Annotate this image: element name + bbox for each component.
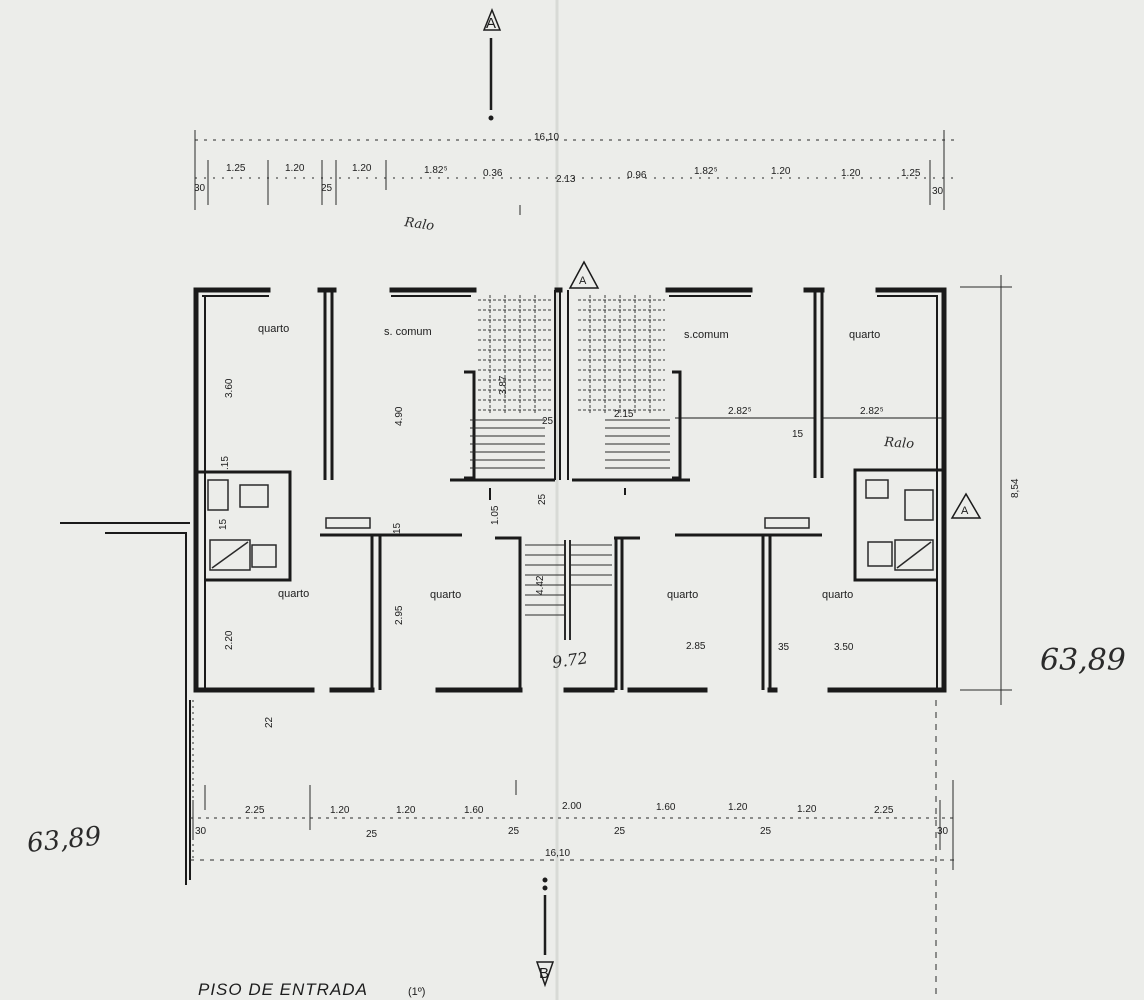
ralo-note-right: Ralo [883, 435, 915, 452]
top-dim-4: 25 [321, 183, 333, 194]
right-section-marker [950, 492, 982, 519]
dim-25-stair: 25 [542, 416, 554, 427]
top-dimension-lines [194, 130, 955, 215]
top-dim-11: 1.20 [771, 166, 791, 177]
bottom-dim-12: 25 [760, 826, 772, 837]
room-quarto-top-left: quarto [258, 323, 289, 335]
bottom-dim-7: 25 [508, 826, 520, 837]
top-dim-6: 1.82⁵ [424, 165, 448, 176]
dim-220: 2.20 [224, 630, 235, 650]
ralo-note-top: Ralo [402, 215, 435, 234]
room-quarto-top-right: quarto [849, 329, 880, 341]
bottom-dim-5: 1.20 [396, 805, 416, 816]
dim-350: 3.50 [834, 642, 854, 653]
dim-15-b: .15 [220, 456, 231, 470]
section-line-b [535, 877, 555, 988]
sheet-title: PISO DE ENTRADA [198, 980, 368, 999]
dim-387: 3.87 [498, 375, 509, 395]
dim-282-b: 2.82⁵ [860, 406, 884, 417]
room-sala-comum-left: s. comum [384, 326, 432, 338]
bottom-dim-15: 30 [937, 826, 949, 837]
stair-section-marker [568, 260, 600, 289]
right-section-label: A [961, 505, 969, 517]
bottom-dim-8: 2.00 [562, 801, 582, 812]
bottom-dim-labels: 30 2.25 1.20 25 1.20 1.60 25 2.00 25 1.6… [195, 801, 949, 840]
room-quarto-bottom-left-1: quarto [278, 588, 309, 600]
room-sala-comum-right: s.comum [684, 329, 729, 341]
dim-25-entry: 25 [537, 493, 548, 505]
area-note-right: 63,89 [1040, 643, 1126, 678]
bottom-dimension-lines [190, 700, 955, 1000]
handwritten-972: 9.72 [551, 648, 589, 672]
bottom-dim-10: 1.60 [656, 802, 676, 813]
top-dim-labels: 30 1.25 1.20 25 1.20 1.82⁵ 0.36 2.13 0.9… [194, 163, 944, 197]
top-dim-10: 1.82⁵ [694, 166, 718, 177]
dim-360: 3.60 [224, 378, 235, 398]
bottom-dim-9: 25 [614, 826, 626, 837]
room-quarto-bottom-right-1: quarto [667, 589, 698, 601]
height-total-dim: 8,54 [1010, 478, 1021, 498]
dim-215: 2.15 [614, 409, 634, 420]
dim-285: 2.85 [686, 641, 706, 652]
outer-walls [193, 287, 947, 693]
room-quarto-bottom-left-2: quarto [430, 589, 461, 601]
section-line-a [482, 7, 502, 121]
top-total-dim: 16,10 [534, 132, 559, 143]
top-dim-13: 1.25 [901, 168, 921, 179]
bottom-dim-11: 1.20 [728, 802, 748, 813]
dim-15-c: 15 [218, 518, 229, 530]
top-dim-1: 30 [194, 183, 206, 194]
bottom-dim-2: 2.25 [245, 805, 265, 816]
top-dim-5: 1.20 [352, 163, 372, 174]
top-dim-12: 1.20 [841, 168, 861, 179]
top-dim-8: 2.13 [556, 174, 576, 185]
dim-442: 4.42 [535, 575, 546, 595]
section-marker-top: A [486, 15, 496, 32]
bottom-total-dim: 16,10 [545, 848, 570, 859]
stair-treads [470, 419, 670, 640]
room-quarto-bottom-right-2: quarto [822, 589, 853, 601]
bottom-dim-6: 1.60 [464, 805, 484, 816]
entrance-lines [60, 522, 191, 885]
interior-walls [196, 290, 944, 690]
dim-105: 1.05 [490, 505, 501, 525]
bathroom-fixtures [207, 479, 934, 571]
dim-282-a: 2.82⁵ [728, 406, 752, 417]
section-marker-bottom: B [539, 965, 549, 982]
bottom-dim-14: 2.25 [874, 805, 894, 816]
stair-hatching [478, 295, 665, 415]
bottom-dim-3: 1.20 [330, 805, 350, 816]
top-dim-2: 1.25 [226, 163, 246, 174]
interior-dimension-labels: 3.60 4.90 3.87 25 2.15 2.82⁵ 2.82⁵ 15 .1… [218, 375, 884, 728]
bottom-dim-4: 25 [366, 829, 378, 840]
bottom-dim-1: 30 [195, 826, 207, 837]
stair-section-label: A [579, 275, 587, 287]
height-dimension [960, 275, 1012, 705]
dim-490: 4.90 [394, 406, 405, 426]
top-dim-3: 1.20 [285, 163, 305, 174]
dim-35: 35 [778, 642, 790, 653]
top-dim-7: 0.36 [483, 168, 503, 179]
dim-15-a: 15 [792, 429, 804, 440]
dim-295: 2.95 [394, 605, 405, 625]
area-note-left: 63,89 [26, 821, 103, 859]
room-labels: quarto s. comum s.comum quarto quarto qu… [258, 323, 880, 601]
sheet-title-note: (1º) [408, 986, 425, 998]
bottom-dim-13: 1.20 [797, 804, 817, 815]
top-dim-14: 30 [932, 186, 944, 197]
dim-15-d: 15 [392, 522, 403, 534]
dim-22: 22 [264, 716, 275, 728]
top-dim-9: 0.96 [627, 170, 647, 181]
